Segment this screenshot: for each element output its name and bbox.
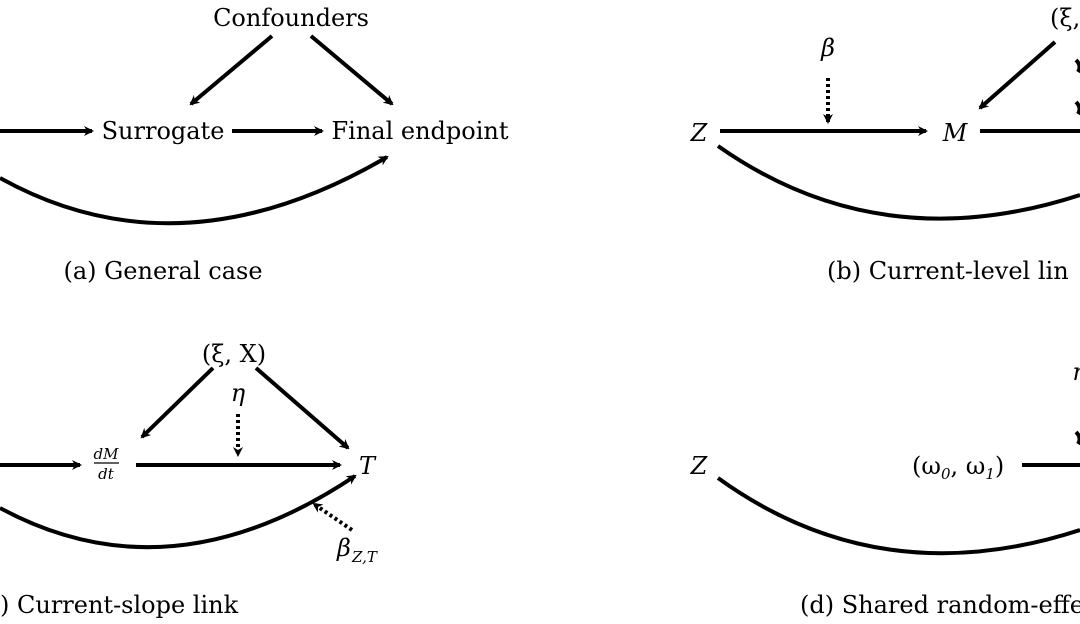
panel-b-current-level-link: Z M β (ξ, (b) Current-level lin <box>690 4 1080 285</box>
edge-confounders-to-surrogate <box>189 34 274 106</box>
node-xi-partial: (ξ, <box>1050 4 1080 32</box>
node-z: Z <box>690 452 709 480</box>
edge-partial-tick-top <box>1074 58 1080 74</box>
panel-a-general-case: Confounders Surrogate Final endpoint (a)… <box>0 4 509 285</box>
node-confounders: Confounders <box>213 4 369 32</box>
edge-partial-tick-mid <box>1074 100 1080 116</box>
edge-xi-x-to-t <box>254 366 350 450</box>
edge-z-to-t-direct-partial <box>716 476 1080 556</box>
node-z: Z <box>690 119 709 147</box>
edge-partial-tick <box>1074 430 1080 446</box>
edge-z-to-t-direct <box>0 474 357 550</box>
caption-panel-c: ) Current-slope link <box>0 591 239 619</box>
caption-panel-d: (d) Shared random-effe <box>800 591 1080 619</box>
node-dm-numerator: dM <box>94 445 120 463</box>
node-surrogate: Surrogate <box>102 117 225 145</box>
label-beta-zt-subscript: Z,T <box>351 548 378 566</box>
edge-z-to-t-direct-partial <box>716 144 1080 221</box>
panel-c-current-slope-link: (ξ, X) η dM dt T β Z,T ) Current-slope l… <box>0 340 378 619</box>
label-beta: β <box>820 34 835 62</box>
edge-treatment-to-final-endpoint-direct <box>0 155 389 226</box>
panel-d-shared-random-effects: Z (ω0, ω1) η (d) Shared random-effe <box>690 358 1080 619</box>
node-omega: (ω0, ω1) <box>912 452 1004 483</box>
node-xi-x: (ξ, X) <box>202 340 266 368</box>
node-dt-denominator: dt <box>98 465 115 483</box>
node-t: T <box>359 452 377 480</box>
caption-panel-a: (a) General case <box>63 257 262 285</box>
label-eta-partial: η <box>1072 358 1080 386</box>
svg-text:(ω0, ω1): (ω0, ω1) <box>912 452 1004 483</box>
caption-panel-b: (b) Current-level lin <box>827 257 1069 285</box>
label-eta: η <box>231 379 246 407</box>
label-beta-zt: β <box>336 534 351 562</box>
node-final-endpoint: Final endpoint <box>331 117 508 145</box>
edge-confounders-to-final-endpoint <box>309 34 394 106</box>
node-m: M <box>942 119 969 147</box>
edge-xi-x-to-dm-dt <box>140 366 215 439</box>
edge-xi-to-m <box>978 40 1057 110</box>
edge-beta-z-t-effect <box>312 502 354 532</box>
